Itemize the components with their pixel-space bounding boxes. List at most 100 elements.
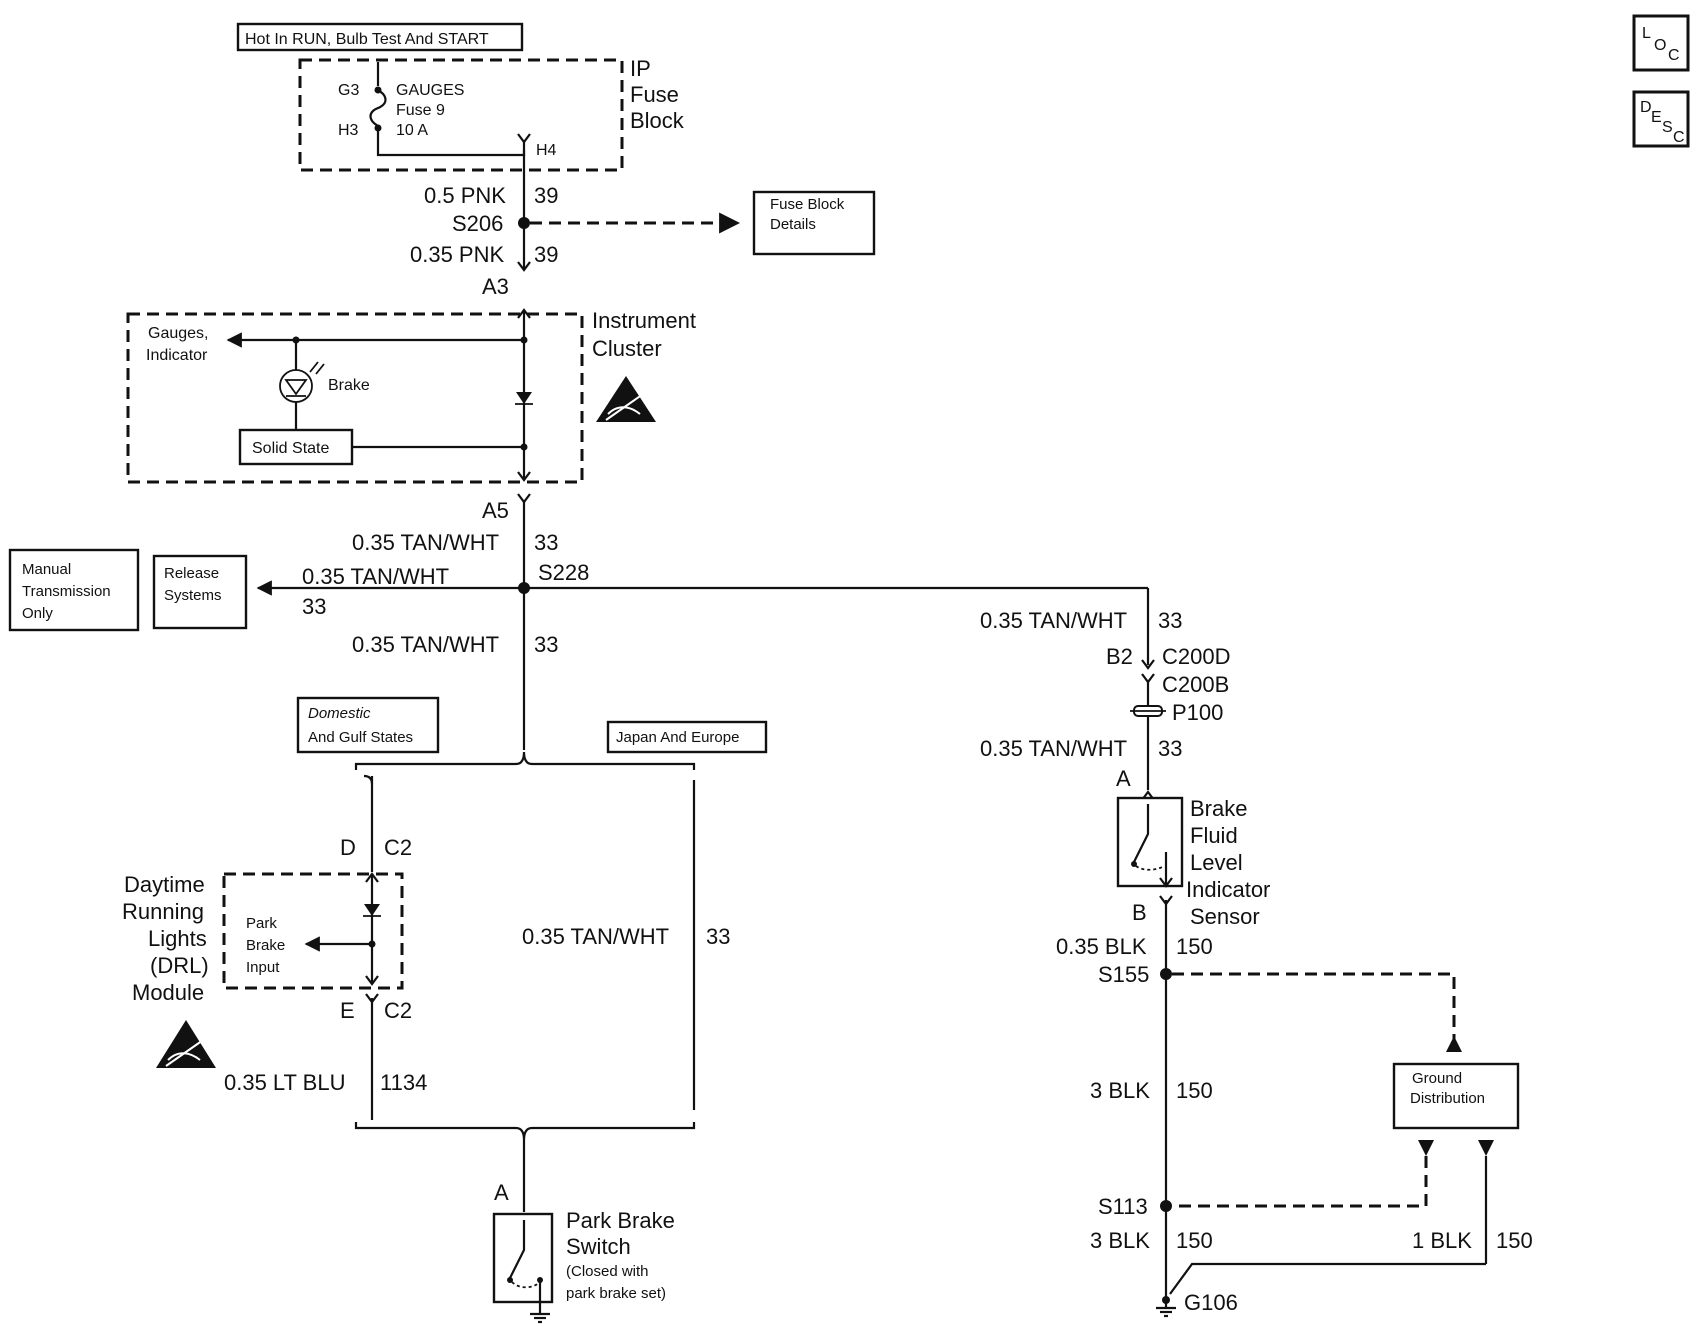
option-japan-box: Japan And Europe bbox=[606, 720, 768, 754]
option-japan-label: Japan And Europe bbox=[616, 729, 739, 746]
fuse-label-1: GAUGES bbox=[396, 82, 464, 99]
ground-distribution-box[interactable]: Ground Distribution bbox=[1392, 1062, 1520, 1130]
splice-s155-label: S155 bbox=[1098, 962, 1149, 987]
sensor-title-2: Fluid bbox=[1190, 823, 1238, 848]
brake-indicator-bulb-icon bbox=[279, 361, 325, 403]
fuse-pin-h4: H4 bbox=[536, 142, 557, 159]
connector-c200d: C200D bbox=[1162, 644, 1230, 669]
wire-japan-size: 0.35 TAN/WHT bbox=[522, 924, 669, 949]
wire-right1-size: 0.35 TAN/WHT bbox=[980, 608, 1127, 633]
solid-state-box: Solid State bbox=[238, 428, 354, 466]
sensor-title-3: Level bbox=[1190, 850, 1243, 875]
sensor-title-4: Indicator bbox=[1186, 877, 1270, 902]
ground-g106-icon bbox=[1156, 1296, 1176, 1318]
park-brake-title-2: Switch bbox=[566, 1234, 631, 1259]
connector-c2-top: C2 bbox=[384, 835, 412, 860]
wire-blk2-size: 3 BLK bbox=[1090, 1078, 1150, 1103]
ip-fuse-block: IP Fuse Block G3 H3 GAUGES Fuse 9 10 A H… bbox=[298, 56, 685, 172]
wire-japan-circuit: 33 bbox=[706, 924, 730, 949]
fuse-pin-g3: G3 bbox=[338, 82, 359, 99]
connector-a-park: A bbox=[494, 1180, 509, 1205]
fuse-block-title-2: Fuse bbox=[630, 82, 679, 107]
connector-a3: A3 bbox=[482, 274, 509, 299]
wire-blk4-size: 1 BLK bbox=[1412, 1228, 1472, 1253]
splice-s155: S155 bbox=[1098, 962, 1172, 987]
wire-blk1-circuit: 150 bbox=[1176, 934, 1213, 959]
wire-4-size: 0.35 TAN/WHT bbox=[352, 632, 499, 657]
drl-esd-warning-icon bbox=[156, 1020, 216, 1068]
instrument-cluster: Instrument Cluster Gauges, Indicator Bra… bbox=[126, 308, 696, 484]
fuse-pin-h3: H3 bbox=[338, 122, 359, 139]
park-brake-note-2: park brake set) bbox=[566, 1285, 666, 1302]
drl-title-1: Daytime bbox=[124, 872, 205, 897]
connector-b-right: B bbox=[1132, 900, 1147, 925]
manual-trans-3: Only bbox=[22, 605, 53, 622]
park-brake-switch bbox=[492, 1212, 554, 1304]
loc-letter-l: L bbox=[1642, 25, 1651, 42]
ground-g106-label: G106 bbox=[1184, 1290, 1238, 1315]
fuse-block-title-1: IP bbox=[630, 56, 651, 81]
wire-blk3-circuit: 150 bbox=[1176, 1228, 1213, 1253]
solid-state-label: Solid State bbox=[252, 440, 329, 457]
power-note-text: Hot In RUN, Bulb Test And START bbox=[245, 31, 489, 48]
manual-trans-1: Manual bbox=[22, 561, 71, 578]
release-systems-1: Release bbox=[164, 565, 219, 582]
power-note: Hot In RUN, Bulb Test And START bbox=[236, 22, 524, 52]
cluster-gauges-label-2: Indicator bbox=[146, 347, 208, 364]
splice-s228: S228 bbox=[518, 560, 589, 594]
desc-button[interactable]: D E S C bbox=[1632, 90, 1690, 148]
pass-through-p100-icon bbox=[1130, 705, 1166, 717]
cluster-title-2: Cluster bbox=[592, 336, 662, 361]
wire-left-circuit: 33 bbox=[302, 594, 326, 619]
wire-blk1-size: 0.35 BLK bbox=[1056, 934, 1147, 959]
sensor-title-1: Brake bbox=[1190, 796, 1247, 821]
wire-blk4-circuit: 150 bbox=[1496, 1228, 1533, 1253]
fuse-block-details-box[interactable]: Fuse Block Details bbox=[752, 190, 876, 256]
wire-ltblu-circuit: 1134 bbox=[380, 1070, 427, 1095]
connector-a-right: A bbox=[1116, 766, 1131, 791]
drl-title-2: Running bbox=[122, 899, 204, 924]
loc-button[interactable]: L O C bbox=[1632, 14, 1690, 72]
wire-blk2-circuit: 150 bbox=[1176, 1078, 1213, 1103]
release-systems-box[interactable]: Release Systems bbox=[152, 554, 248, 630]
drl-input-1: Park bbox=[246, 915, 277, 932]
option-domestic-box: Domestic And Gulf States bbox=[296, 696, 440, 754]
splice-s206-label: S206 bbox=[452, 211, 503, 236]
park-brake-note-1: (Closed with bbox=[566, 1263, 649, 1280]
splice-s206: S206 bbox=[452, 211, 530, 236]
wire-right2-size: 0.35 TAN/WHT bbox=[980, 736, 1127, 761]
desc-letter-s: S bbox=[1662, 119, 1673, 136]
splice-s228-label: S228 bbox=[538, 560, 589, 585]
sensor-title-5: Sensor bbox=[1190, 904, 1260, 929]
manual-trans-2: Transmission bbox=[22, 583, 111, 600]
wire-right1-circuit: 33 bbox=[1158, 608, 1182, 633]
release-systems-2: Systems bbox=[164, 587, 222, 604]
drl-module: Daytime Running Lights (DRL) Module Park… bbox=[122, 872, 404, 1005]
connector-c2-bottom: C2 bbox=[384, 998, 412, 1023]
splice-s113-label: S113 bbox=[1098, 1194, 1148, 1219]
park-brake-ground-icon bbox=[530, 1302, 550, 1324]
option-domestic-1: Domestic bbox=[308, 705, 371, 722]
desc-letter-e: E bbox=[1651, 109, 1662, 126]
connector-e: E bbox=[340, 998, 355, 1023]
drl-title-5: Module bbox=[132, 980, 204, 1005]
esd-warning-icon bbox=[596, 376, 656, 422]
loc-letter-c: C bbox=[1668, 47, 1680, 64]
brake-fluid-sensor: Brake Fluid Level Indicator Sensor bbox=[1116, 796, 1270, 929]
fuse-icon bbox=[369, 62, 531, 157]
fuse-label-2: Fuse 9 bbox=[396, 102, 445, 119]
cluster-title-1: Instrument bbox=[592, 308, 696, 333]
manual-transmission-box: Manual Transmission Only bbox=[8, 548, 140, 632]
drl-input-2: Brake bbox=[246, 937, 285, 954]
cluster-gauges-label-1: Gauges, bbox=[148, 325, 208, 342]
desc-letter-c: C bbox=[1673, 129, 1685, 146]
fuse-block-title-3: Block bbox=[630, 108, 685, 133]
drl-title-4: (DRL) bbox=[150, 953, 209, 978]
connector-c200b: C200B bbox=[1162, 672, 1229, 697]
wire-right2-circuit: 33 bbox=[1158, 736, 1182, 761]
wire-1-circuit: 39 bbox=[534, 183, 558, 208]
connector-d: D bbox=[340, 835, 356, 860]
ground-distribution-2: Distribution bbox=[1410, 1090, 1485, 1107]
wire-1-size: 0.5 PNK bbox=[424, 183, 506, 208]
